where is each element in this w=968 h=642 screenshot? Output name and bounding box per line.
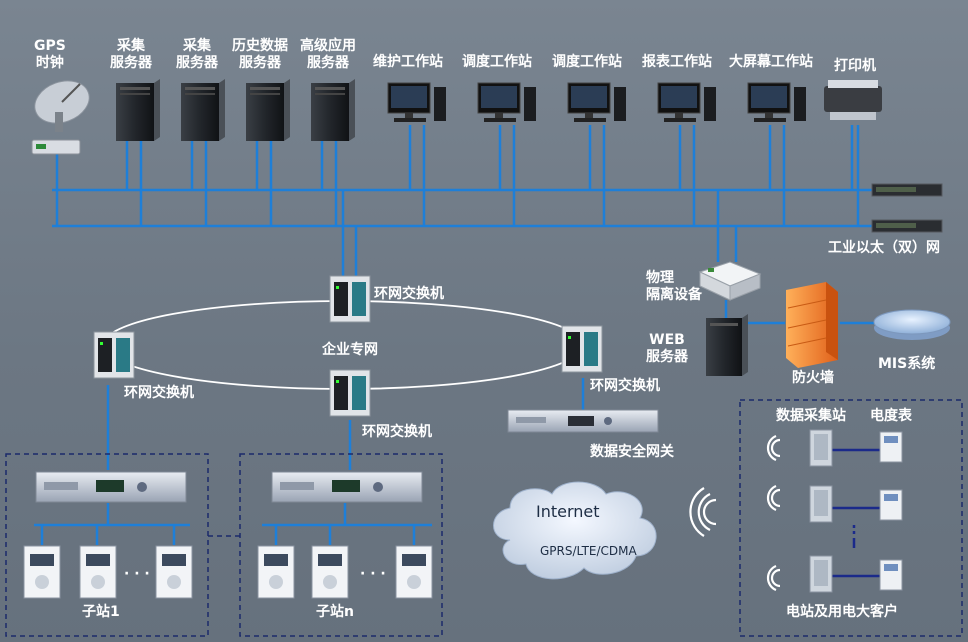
internet-label: Internet — [536, 502, 600, 521]
internet-cloud-icon — [493, 481, 657, 580]
mis-disk-icon — [873, 309, 951, 340]
security-gateway-label: 数据安全网关 — [590, 444, 674, 460]
web-server-label: WEB 服务器 — [646, 332, 688, 365]
dispatch-ws-1-label: 调度工作站 — [462, 54, 532, 70]
substation-1-dots: · · · — [124, 566, 150, 582]
gprs-label: GPRS/LTE/CDMA — [540, 544, 637, 558]
substation-rtu-icons — [35, 471, 423, 503]
printer-label: 打印机 — [834, 58, 876, 74]
industrial-ethernet-bus — [34, 125, 875, 545]
substation-n-box — [239, 453, 443, 637]
customers-footer-label: 电站及用电大客户 — [786, 604, 898, 620]
ring-switch-icons — [93, 275, 603, 417]
wireless-icon — [689, 434, 781, 592]
ring-switch-top-label: 环网交换机 — [374, 286, 444, 302]
relay-device-icons — [23, 545, 433, 599]
physical-isolation-label: 物理 隔离设备 — [646, 270, 702, 303]
web-server-icon — [706, 314, 748, 376]
electricity-meter-icons — [879, 431, 903, 591]
substation-n-dots: · · · — [360, 566, 386, 582]
customers-box — [739, 399, 963, 637]
meter-label: 电度表 — [870, 408, 912, 424]
ethernet-switch-icons — [871, 183, 943, 233]
collect-server-2-label: 采集 服务器 — [176, 38, 218, 71]
advanced-server-label: 高级应用 服务器 — [300, 38, 356, 71]
industrial-ethernet-label: 工业以太（双）网 — [828, 240, 940, 256]
ring-switch-left-label: 环网交换机 — [124, 385, 194, 401]
firewall-label: 防火墙 — [792, 370, 834, 386]
printer-icon — [824, 80, 882, 120]
collector-label: 数据采集站 — [776, 408, 846, 424]
mis-system-label: MIS系统 — [878, 356, 936, 372]
dispatch-ws-2-label: 调度工作站 — [552, 54, 622, 70]
firewall-icon — [786, 282, 838, 368]
enterprise-network-label: 企业专网 — [322, 342, 378, 358]
maintenance-ws-label: 维护工作站 — [373, 54, 443, 70]
ring-switch-right-label: 环网交换机 — [590, 378, 660, 394]
substation-1-label: 子站1 — [82, 604, 120, 620]
security-gateway-icon — [507, 409, 659, 433]
gps-clock-label: GPS 时钟 — [34, 38, 66, 71]
substation-n-label: 子站n — [316, 604, 354, 620]
report-ws-label: 报表工作站 — [642, 54, 712, 70]
substation-1-box — [5, 453, 209, 637]
collector-station-icons — [809, 429, 833, 593]
isolation-device-icon — [698, 261, 762, 301]
ring-switch-mid-label: 环网交换机 — [362, 424, 432, 440]
bigscreen-ws-label: 大屏幕工作站 — [729, 54, 813, 70]
collect-server-1-label: 采集 服务器 — [110, 38, 152, 71]
history-server-label: 历史数据 服务器 — [232, 38, 288, 71]
workstation-icons — [387, 82, 806, 122]
gps-dish-icon — [31, 80, 90, 155]
customer-links — [830, 448, 880, 578]
server-icons — [116, 79, 355, 141]
